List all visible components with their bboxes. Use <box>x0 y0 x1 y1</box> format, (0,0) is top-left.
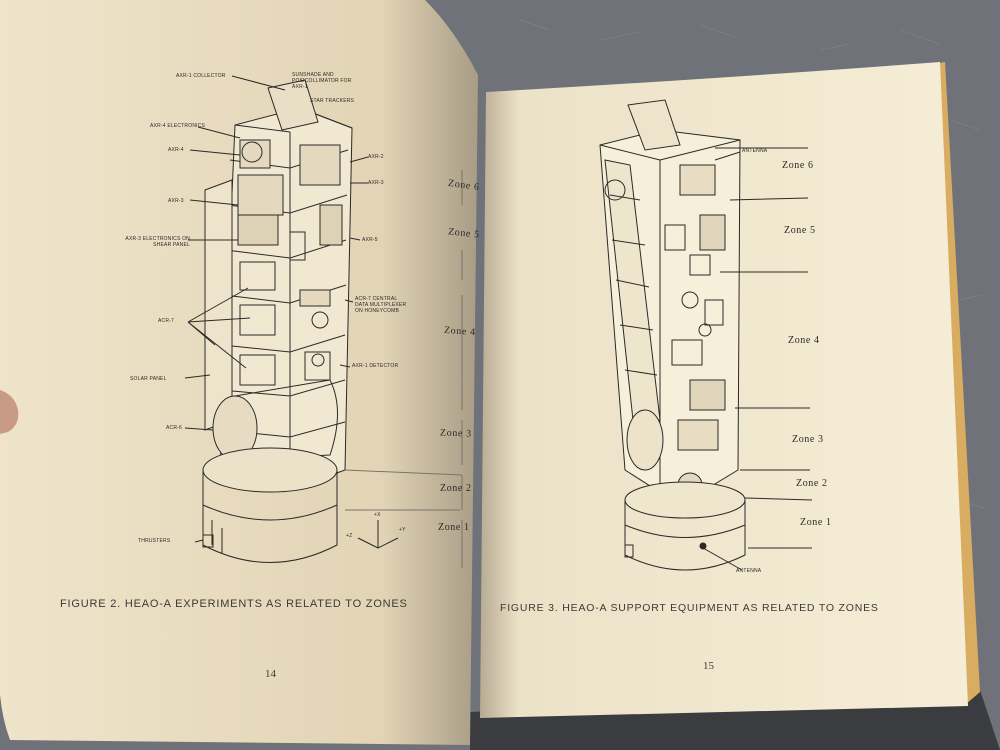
solar-panel-label: SOLAR PANEL <box>130 376 167 382</box>
left-zone-4: Zone 4 <box>443 324 477 339</box>
axr4-label: AXR-4 <box>168 147 184 153</box>
right-zone-2: Zone 2 <box>796 478 828 489</box>
sunshade-label: SUNSHADE AND POSICOLLIMATOR FOR AXR-1 <box>292 72 352 90</box>
axis-y-label: +Y <box>399 527 406 533</box>
axr3-electronics-label: AXR-3 ELECTRONICS ON SHEAR PANEL <box>125 236 190 248</box>
axis-z-label: +Z <box>346 533 353 539</box>
axr1-collector-label: AXR-1 COLLECTOR <box>176 73 226 79</box>
right-zone-4: Zone 4 <box>788 335 820 346</box>
right-zone-6: Zone 6 <box>782 160 814 171</box>
axr2-label: AXR-2 <box>368 154 384 160</box>
left-zone-1: Zone 1 <box>438 522 470 533</box>
right-zone-1: Zone 1 <box>800 517 832 528</box>
star-trackers-label: STAR TRACKERS <box>310 98 355 104</box>
right-zone-lines <box>715 147 813 549</box>
left-zone-3: Zone 3 <box>439 427 472 440</box>
axr5-label: AXR-5 <box>362 237 378 243</box>
left-zone-2: Zone 2 <box>440 483 472 494</box>
left-zone-brackets <box>344 170 463 568</box>
central-data-multiplexer-label: ACR-7 CENTRAL DATA MULTIPLEXER ON HONEYC… <box>355 296 407 314</box>
axr4-electronics-label: AXR-4 ELECTRONICS <box>150 123 206 129</box>
axr3-left-label: AXR-3 <box>168 198 184 204</box>
left-page-number: 14 <box>265 668 276 680</box>
axr3-right-label: AXR-3 <box>368 180 384 186</box>
thrusters-label: THRUSTERS <box>138 538 171 544</box>
figure-3-caption: FIGURE 3. HEAO-A SUPPORT EQUIPMENT AS RE… <box>500 602 879 614</box>
antenna-top-label: ANTENNA <box>742 148 768 154</box>
heao-support-drawing <box>599 99 746 571</box>
hand <box>0 390 19 434</box>
right-page-number: 15 <box>703 660 714 672</box>
axis-x-label: +X <box>374 512 381 518</box>
axr1-detector-label: AXR-1 DETECTOR <box>352 363 399 369</box>
antenna-bottom-label: ANTENNA <box>736 568 762 574</box>
figure-2-caption: FIGURE 2. HEAO-A EXPERIMENTS AS RELATED … <box>60 598 408 610</box>
right-zone-3: Zone 3 <box>792 434 824 445</box>
acr7-label: ACR-7 <box>158 318 175 324</box>
acr6-label: ACR-6 <box>166 425 183 431</box>
right-zone-5: Zone 5 <box>784 225 816 236</box>
